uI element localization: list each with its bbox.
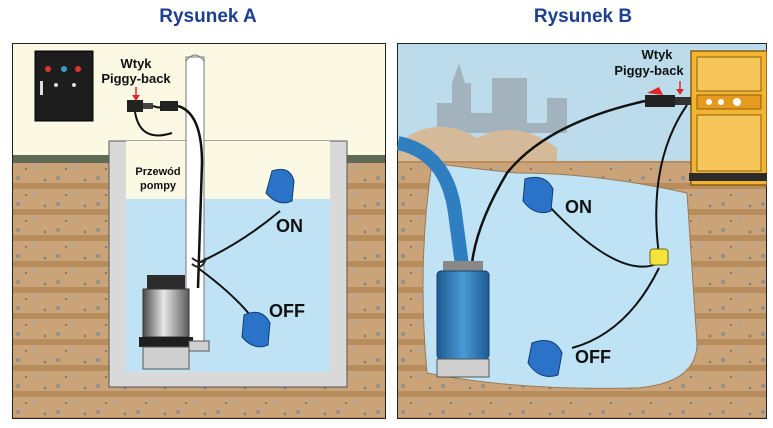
float-switch-on xyxy=(522,176,554,214)
generator xyxy=(689,50,768,186)
pump-cable xyxy=(177,104,204,289)
float-cable-off xyxy=(571,267,660,349)
plug-label-line2: Piggy-back xyxy=(614,63,684,78)
off-label: OFF xyxy=(269,301,305,321)
float-cable-on xyxy=(536,192,660,268)
float-switch-off xyxy=(527,340,563,377)
off-label: OFF xyxy=(575,347,611,367)
figure-b-title: Rysunek B xyxy=(533,6,633,27)
float-switch-on xyxy=(265,168,295,204)
figure-a-panel: Wtyk Piggy-back Przewód pompy ON OFF xyxy=(11,42,387,420)
cable-junction xyxy=(649,248,669,266)
city-skyline xyxy=(437,63,567,133)
pump xyxy=(139,275,210,370)
float-cable-off xyxy=(197,267,251,316)
on-label: ON xyxy=(565,197,592,217)
figure-a-title: Rysunek A xyxy=(159,6,257,27)
pump xyxy=(436,261,490,378)
cable-label-line1: Przewód xyxy=(135,166,180,178)
float-cable xyxy=(655,104,688,256)
plug-label-line1: Wtyk xyxy=(641,47,673,62)
on-label: ON xyxy=(276,216,303,236)
water xyxy=(422,162,698,389)
plug-label-line1: Wtyk xyxy=(120,56,152,71)
plug-label-line2: Piggy-back xyxy=(101,71,171,86)
piggy-back-plug xyxy=(127,100,178,112)
pump-cable xyxy=(470,99,646,264)
piggy-back-plug xyxy=(645,87,691,107)
cable-label-line2: pompy xyxy=(140,180,177,192)
discharge-hose xyxy=(396,136,470,274)
float-switch-off xyxy=(241,311,271,348)
figure-b-panel: Wtyk Piggy-back ON OFF xyxy=(396,42,768,420)
control-box xyxy=(34,50,94,122)
